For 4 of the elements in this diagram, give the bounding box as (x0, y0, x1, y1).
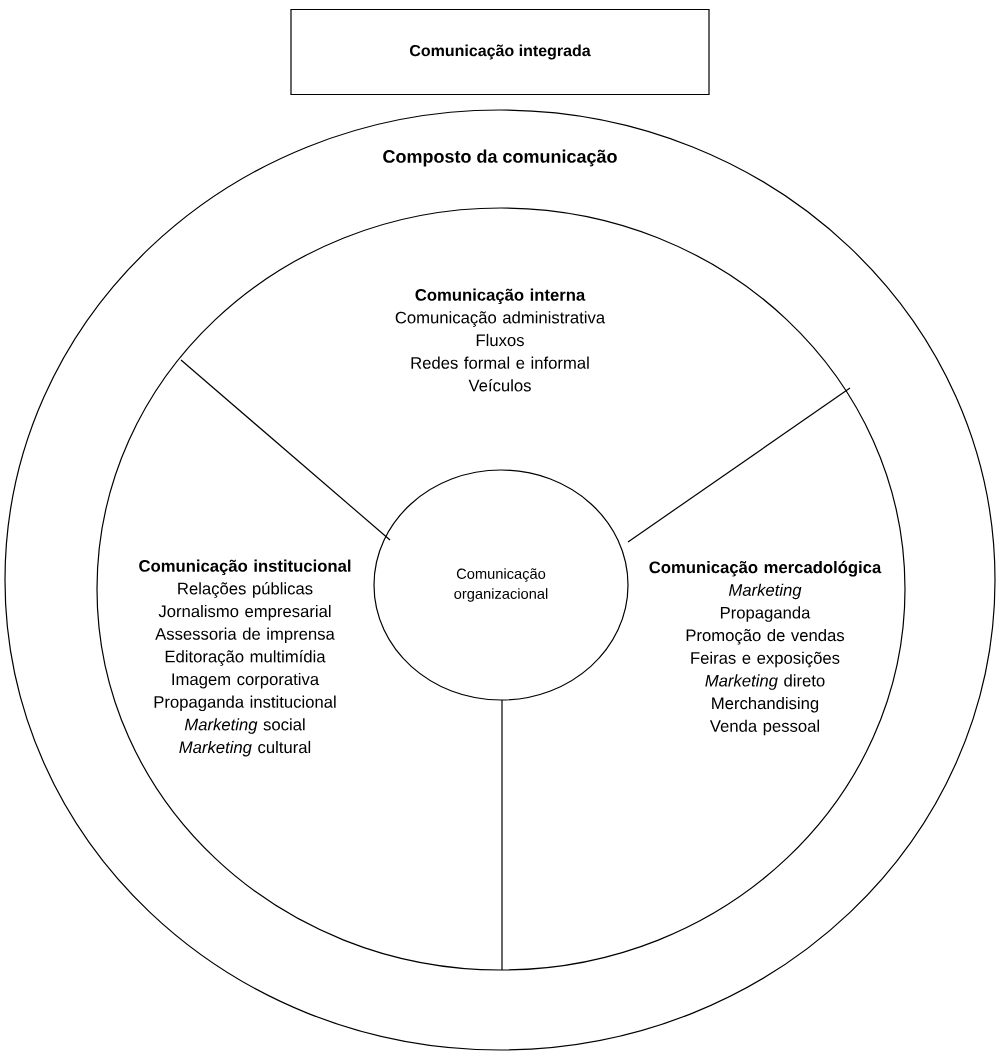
sector-text: Comunicação interna Comunicação administrativa Fluxos Redes formal e informal Veículos (395, 288, 606, 392)
sector-text: Comunicação institucional Relações públicas Jornalismo empresarial Assessoria de imprensa Editoração multimídia Imagem corporativa Propaganda institucional Marketing social Marketing cultural (139, 559, 351, 757)
title-box: Comunicação integrada (290, 8, 710, 96)
sector-text: Comunicação mercadológica Marketing Propaganda Promoção de vendas Feiras e exposições Marketing direto Merchandising Venda pessoal (649, 560, 882, 736)
